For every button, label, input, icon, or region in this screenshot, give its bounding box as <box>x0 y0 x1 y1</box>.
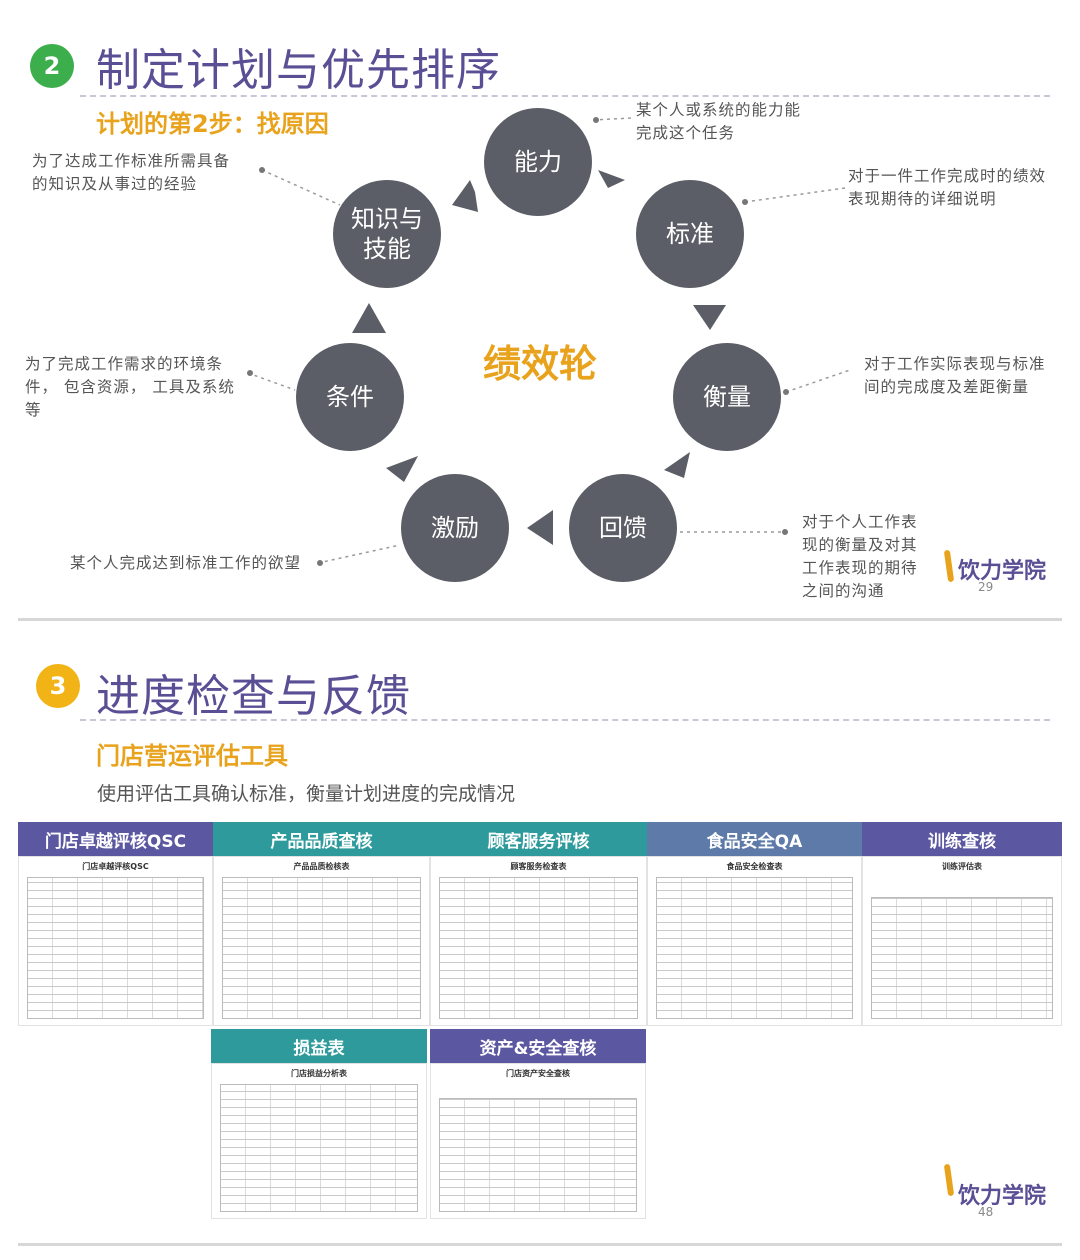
sheet-title: 产品品质检核表 <box>293 862 350 871</box>
tool-label: 产品品质查核 <box>213 822 430 856</box>
tool-sheet: 食品安全检查表 <box>647 856 862 1026</box>
title-divider <box>80 95 1050 97</box>
center-label: 绩效轮 <box>483 342 598 386</box>
tool-training: 训练查核 训练评估表 <box>862 822 1062 1026</box>
desc-knowledge: 为了达成工作标准所需具备的知识及从事过的经验 <box>32 152 231 193</box>
step-badge: 3 <box>36 664 80 708</box>
step-badge: 2 <box>30 44 74 88</box>
sheet-grid <box>220 1084 418 1212</box>
node-condition: 条件 <box>296 343 404 451</box>
tool-label: 门店卓越评核QSC <box>18 822 213 856</box>
tool-food-safety: 食品安全QA 食品安全检查表 <box>647 822 862 1026</box>
slide-separator <box>18 618 1062 621</box>
tool-qsc: 门店卓越评核QSC 门店卓越评核QSC <box>18 822 213 1026</box>
sheet-grid <box>871 897 1053 1019</box>
sheet-title: 门店卓越评核QSC <box>82 862 149 871</box>
sheet-grid <box>439 1098 637 1212</box>
sheet-grid <box>222 877 421 1019</box>
slide-subtitle: 计划的第2步：找原因 <box>96 110 329 138</box>
brand-logo-icon <box>943 1163 955 1197</box>
sheet-title: 训练评估表 <box>942 862 982 871</box>
tool-label: 训练查核 <box>862 822 1062 856</box>
node-knowledge: 知识与技能 <box>333 180 441 288</box>
node-standard: 标准 <box>636 180 744 288</box>
tool-sheet: 训练评估表 <box>862 856 1062 1026</box>
slide-separator <box>18 1243 1062 1246</box>
tool-sheet: 门店资产安全查核 <box>430 1063 646 1219</box>
sheet-title: 顾客服务检查表 <box>510 862 567 871</box>
sheet-title: 门店资产安全查核 <box>506 1069 570 1078</box>
tool-label: 资产&安全查核 <box>430 1029 646 1063</box>
connector-lines <box>247 117 851 566</box>
desc-standard: 对于一件工作完成时的绩效表现期待的详细说明 <box>848 167 1047 208</box>
tool-sheet: 产品品质检核表 <box>213 856 430 1026</box>
sheet-grid <box>656 877 853 1019</box>
tool-sheet: 顾客服务检查表 <box>430 856 647 1026</box>
desc-feedback: 对于个人工作表现的衡量及对其工作表现的期待之间的沟通 <box>802 513 918 600</box>
node-feedback: 回馈 <box>569 474 677 582</box>
slide-title: 进度检查与反馈 <box>96 671 411 722</box>
tool-profit-loss: 损益表 门店损益分析表 <box>211 1029 427 1219</box>
desc-incentive: 某个人完成达到标准工作的欲望 <box>70 554 302 572</box>
tool-label: 损益表 <box>211 1029 427 1063</box>
desc-condition: 为了完成工作需求的环境条件， 包含资源， 工具及系统等 <box>25 355 235 419</box>
slide-title: 制定计划与优先排序 <box>96 45 501 96</box>
sheet-title: 门店损益分析表 <box>291 1069 347 1078</box>
brand-logo: 饮力学院 <box>958 1184 1047 1209</box>
page-number: 48 <box>978 1205 994 1219</box>
brand-logo: 饮力学院 <box>958 559 1047 584</box>
tool-label: 顾客服务评核 <box>430 822 647 856</box>
node-incentive: 激励 <box>401 474 509 582</box>
title-divider <box>80 719 1050 721</box>
desc-measure: 对于工作实际表现与标准间的完成度及差距衡量 <box>864 355 1046 396</box>
node-ability: 能力 <box>484 108 592 216</box>
tool-sheet: 门店卓越评核QSC <box>18 856 213 1026</box>
page-number: 29 <box>978 580 994 594</box>
sheet-grid <box>27 877 204 1019</box>
tool-product-quality: 产品品质查核 产品品质检核表 <box>213 822 430 1026</box>
sheet-title: 食品安全检查表 <box>726 862 783 871</box>
desc-ability: 某个人或系统的能力能完成这个任务 <box>636 101 802 142</box>
slide-description: 使用评估工具确认标准，衡量计划进度的完成情况 <box>97 783 516 805</box>
sheet-grid <box>439 877 638 1019</box>
node-measure: 衡量 <box>673 343 781 451</box>
tool-sheet: 门店损益分析表 <box>211 1063 427 1219</box>
tool-customer-service: 顾客服务评核 顾客服务检查表 <box>430 822 647 1026</box>
slide-subtitle: 门店营运评估工具 <box>96 742 288 770</box>
tool-asset-safety: 资产&安全查核 门店资产安全查核 <box>430 1029 646 1219</box>
tool-label: 食品安全QA <box>647 822 862 856</box>
